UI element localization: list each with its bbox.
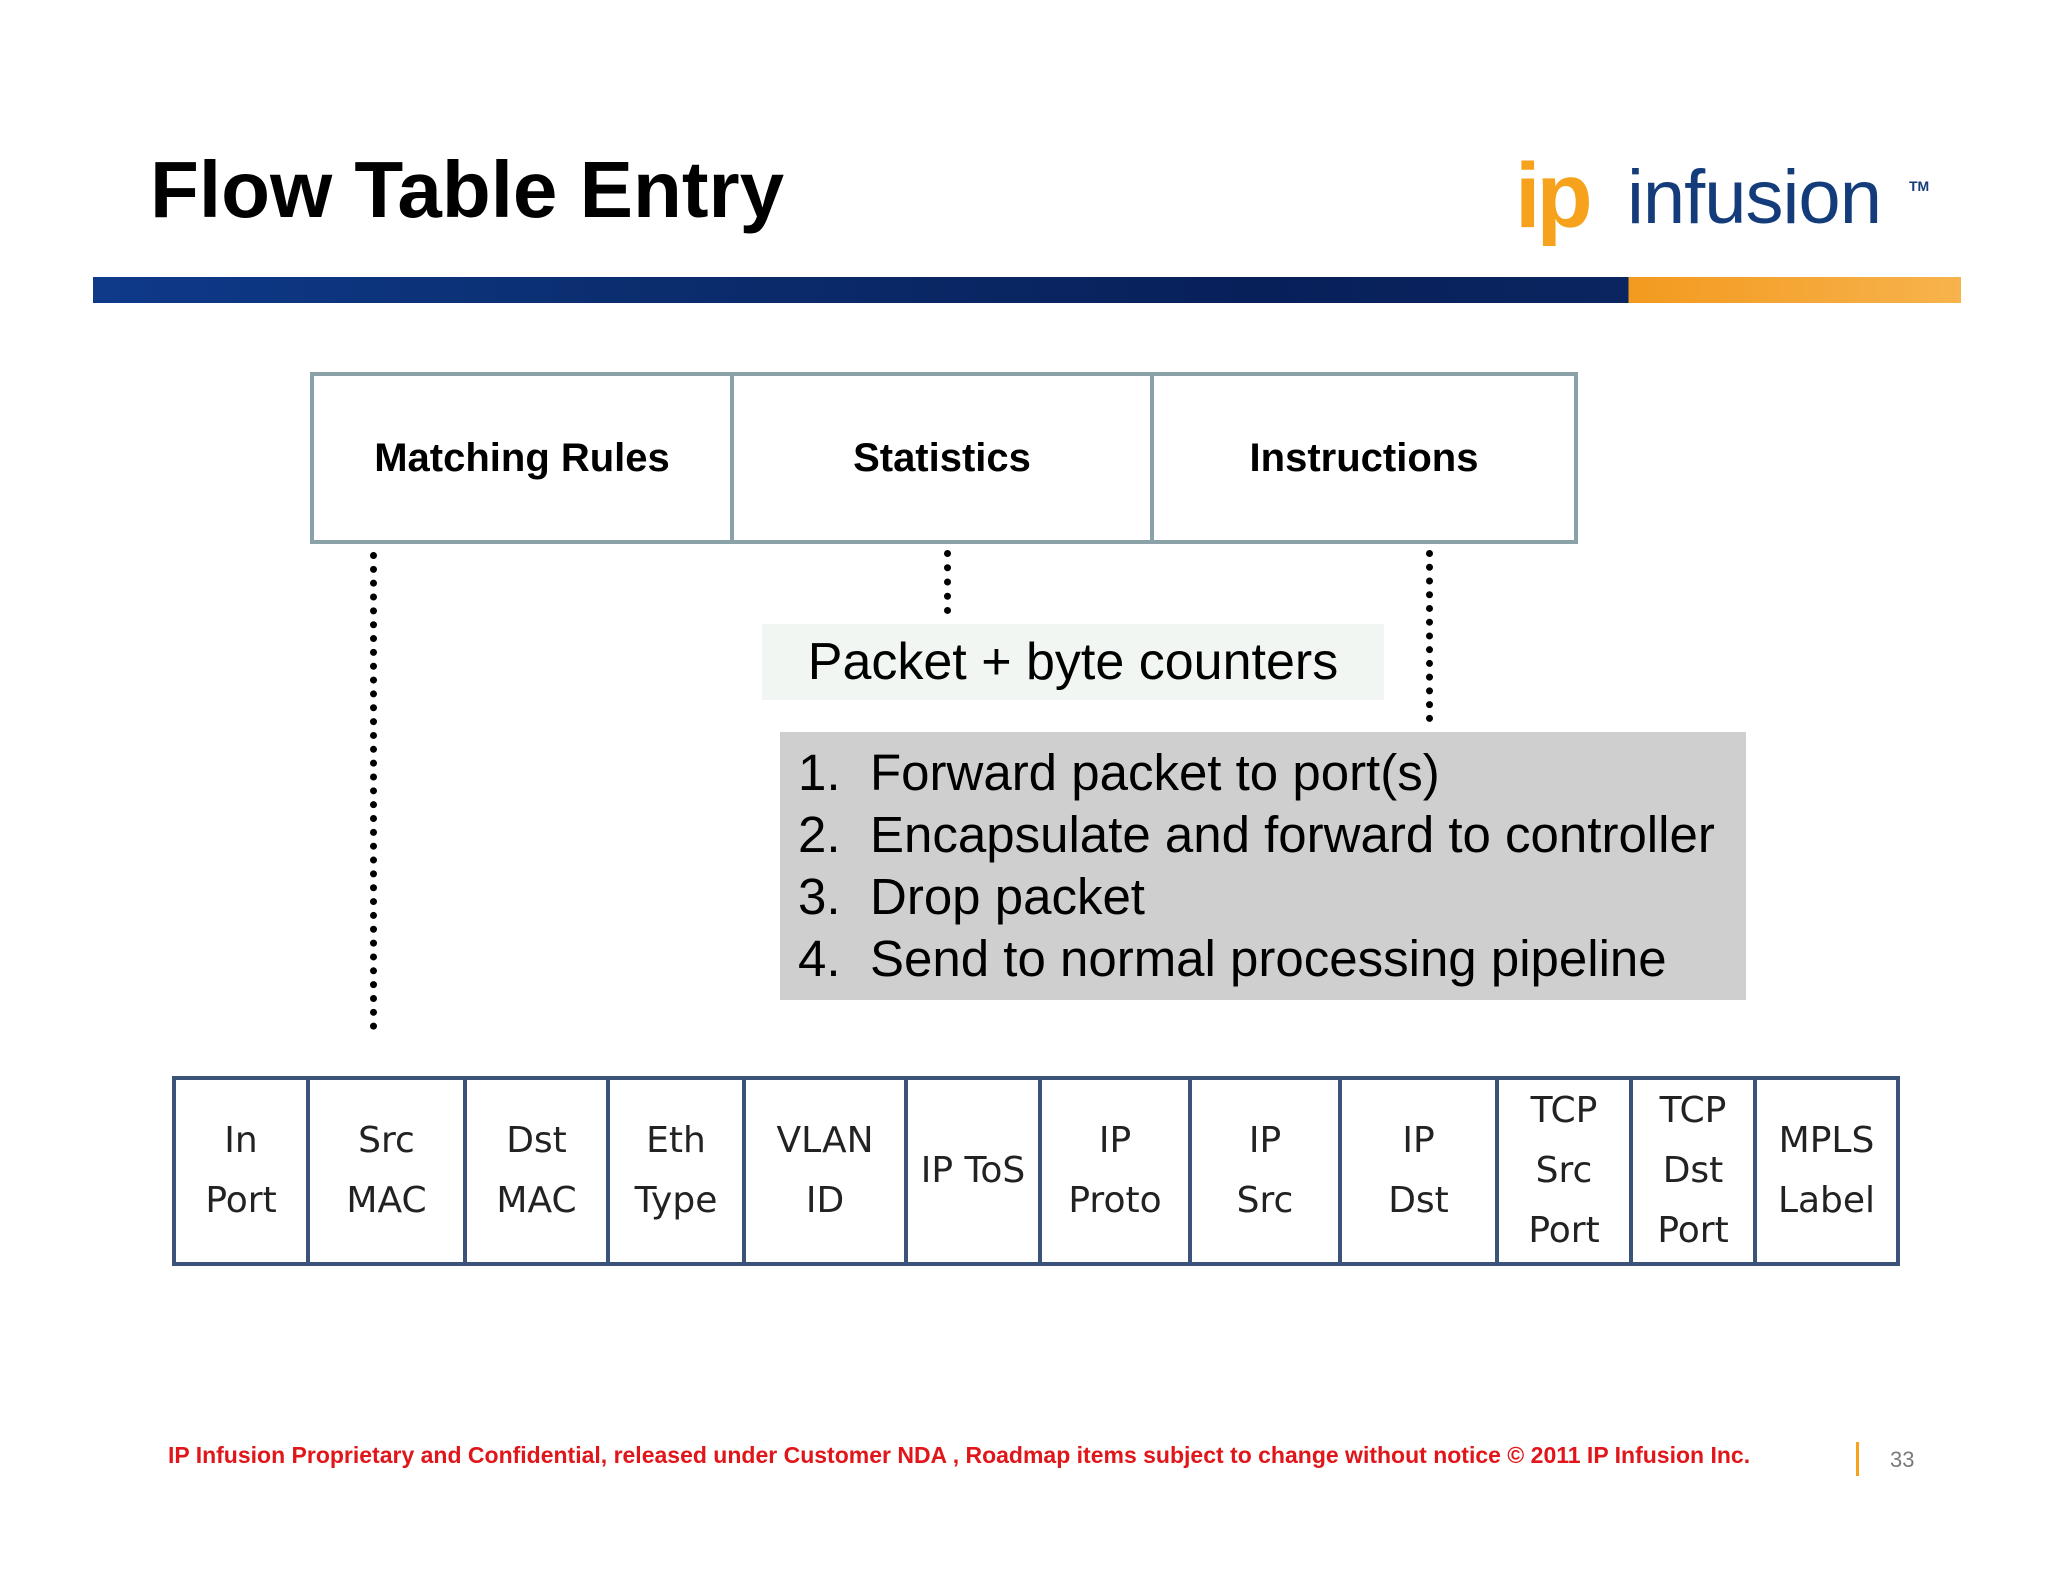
logo-trademark: TM [1909, 178, 1930, 194]
footer-separator [1856, 1442, 1859, 1476]
field-line: IP [1248, 1120, 1282, 1161]
instruction-number: 3. [798, 868, 841, 925]
field-line: MPLS [1778, 1120, 1875, 1161]
header-box-matching-rules: Matching Rules [310, 372, 734, 544]
logo-wordmark: infusion [1627, 155, 1882, 240]
field-ip-tos: IP ToS [908, 1080, 1042, 1262]
field-line: Label [1777, 1180, 1876, 1221]
header-label-instructions: Instructions [1249, 435, 1479, 480]
instruction-text: Drop packet [870, 868, 1145, 925]
field-line: Type [634, 1180, 718, 1221]
field-line: MAC [346, 1180, 427, 1221]
instruction-number: 1. [798, 744, 841, 801]
field-line: MAC [496, 1180, 577, 1221]
field-mpls-label: MPLS Label [1757, 1080, 1896, 1262]
field-line: Dst [1388, 1180, 1449, 1221]
instruction-text: Forward packet to port(s) [870, 744, 1440, 801]
page-number: 33 [1890, 1447, 1915, 1472]
instruction-item: 3. Drop packet [798, 866, 1746, 928]
slide-title: Flow Table Entry [150, 145, 785, 234]
field-line: In [224, 1120, 258, 1161]
field-line: Dst [506, 1120, 567, 1161]
header-label-matching-rules: Matching Rules [374, 435, 670, 480]
header-box-instructions: Instructions [1150, 372, 1578, 544]
field-vlan-id: VLAN ID [746, 1080, 908, 1262]
field-line: VLAN [776, 1120, 874, 1161]
field-line: Eth [646, 1120, 706, 1161]
connector-instructions [1426, 550, 1433, 722]
field-line: IP [1098, 1120, 1132, 1161]
field-line: TCP [1659, 1090, 1727, 1131]
instruction-text: Encapsulate and forward to controller [870, 806, 1715, 863]
field-src-mac: Src MAC [310, 1080, 467, 1262]
field-tcp-src-port: TCP Src Port [1499, 1080, 1633, 1262]
field-line: IP ToS [920, 1150, 1026, 1191]
title-divider-bar [93, 277, 1961, 303]
field-ip-proto: IP Proto [1042, 1080, 1192, 1262]
field-line: Port [1657, 1210, 1729, 1251]
header-box-statistics: Statistics [730, 372, 1154, 544]
field-line: Port [205, 1180, 277, 1221]
field-line: Src [1535, 1150, 1593, 1191]
instruction-number: 4. [798, 930, 841, 987]
field-line: Src [1236, 1180, 1294, 1221]
field-eth-type: Eth Type [610, 1080, 746, 1262]
field-dst-mac: Dst MAC [467, 1080, 610, 1262]
instruction-item: 2. Encapsulate and forward to controller [798, 804, 1746, 866]
field-ip-src: IP Src [1192, 1080, 1342, 1262]
instructions-detail-box: 1. Forward packet to port(s) 2. Encapsul… [780, 732, 1746, 1000]
connector-statistics [944, 550, 951, 614]
field-line: TCP [1530, 1090, 1598, 1131]
match-fields-row: In Port Src MAC Dst MAC Eth Type VLAN ID… [172, 1076, 1900, 1266]
connector-matching-rules [370, 552, 377, 1030]
ip-infusion-logo: ip infusion TM [1515, 150, 1935, 260]
field-line: Port [1528, 1210, 1600, 1251]
logo-ip-mark: ip [1515, 145, 1593, 247]
field-line: IP [1402, 1120, 1435, 1161]
field-line: ID [805, 1180, 845, 1221]
instruction-number: 2. [798, 806, 841, 863]
instruction-item: 1. Forward packet to port(s) [798, 742, 1746, 804]
field-ip-dst: IP Dst [1342, 1080, 1499, 1262]
instruction-text: Send to normal processing pipeline [870, 930, 1667, 987]
header-label-statistics: Statistics [853, 435, 1031, 480]
statistics-detail-box: Packet + byte counters [762, 624, 1384, 700]
instruction-item: 4. Send to normal processing pipeline [798, 928, 1746, 990]
field-in-port: In Port [176, 1080, 310, 1262]
field-line: Proto [1068, 1180, 1162, 1221]
field-line: Dst [1662, 1150, 1724, 1191]
footer-confidentiality-notice: IP Infusion Proprietary and Confidential… [168, 1442, 1751, 1468]
field-tcp-dst-port: TCP Dst Port [1633, 1080, 1757, 1262]
field-line: Src [358, 1120, 415, 1161]
statistics-detail-text: Packet + byte counters [807, 633, 1339, 691]
